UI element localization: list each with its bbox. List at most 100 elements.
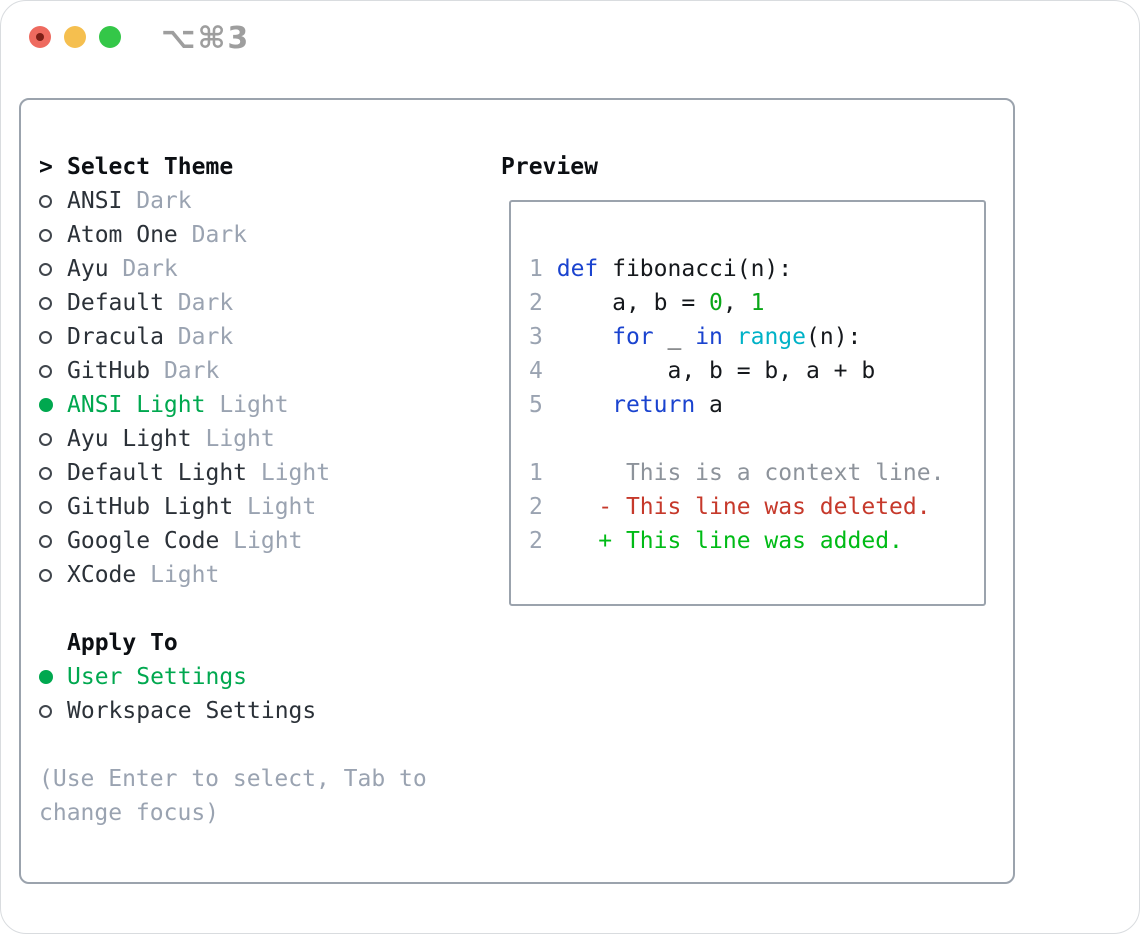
diff-text: - This line was deleted. [542, 494, 931, 520]
radio-marker [39, 704, 67, 718]
theme-variant: Light [219, 528, 303, 554]
theme-variant: Dark [177, 222, 248, 248]
line-number: 2 [529, 528, 543, 554]
diff-line-added: 2 + This line was added. [529, 524, 984, 558]
line-number: 1 [529, 256, 543, 282]
theme-option-github-light[interactable]: GitHub Light Light [39, 490, 427, 524]
code-token: for [612, 324, 654, 350]
radio-marker [39, 262, 67, 276]
line-number: 3 [529, 324, 543, 350]
theme-variant: Dark [122, 188, 192, 214]
theme-option-default[interactable]: Default Dark [39, 286, 427, 320]
theme-variant: Light [136, 562, 220, 588]
theme-variant: Dark [163, 324, 234, 350]
radio-icon [39, 296, 52, 310]
apply-option-label: Workspace Settings [67, 698, 317, 724]
spacer [39, 728, 427, 762]
theme-name: ANSI Light [67, 392, 206, 418]
theme-name: Default Light [67, 460, 248, 486]
code-token: fibonacci(n): [598, 256, 793, 282]
diff-line-context: 1 This is a context line. [529, 456, 984, 490]
radio-icon [39, 466, 52, 480]
radio-marker [39, 398, 67, 412]
select-theme-header: > Select Theme [39, 150, 427, 184]
code-token: (n): [806, 324, 862, 350]
radio-marker [39, 568, 67, 582]
radio-selected-icon [39, 398, 53, 412]
theme-option-dracula[interactable]: Dracula Dark [39, 320, 427, 354]
line-number: 2 [529, 494, 543, 520]
window-title: ⌥⌘3 [161, 21, 251, 56]
apply-to-title: Apply To [67, 630, 178, 656]
theme-option-atom-one[interactable]: Atom One Dark [39, 218, 427, 252]
close-button[interactable] [29, 26, 51, 48]
code-token: a [695, 392, 723, 418]
code-token [543, 256, 557, 282]
theme-option-google-code[interactable]: Google Code Light [39, 524, 427, 558]
apply-option-user-settings[interactable]: User Settings [39, 660, 427, 694]
code-token: range [736, 324, 807, 350]
zoom-button[interactable] [99, 26, 121, 48]
line-number: 4 [529, 358, 543, 384]
theme-option-ayu-light[interactable]: Ayu Light Light [39, 422, 427, 456]
diff-line-deleted: 2 - This line was deleted. [529, 490, 984, 524]
diff-text: + This line was added. [542, 528, 903, 554]
apply-to-header: Apply To [39, 626, 427, 660]
code-token: a, b = [542, 290, 710, 316]
radio-icon [39, 534, 52, 548]
theme-variant: Dark [108, 256, 178, 282]
code-line: 2 a, b = 0, 1 [529, 286, 984, 320]
theme-name: GitHub [67, 358, 151, 384]
code-line: 5 return a [529, 388, 984, 422]
theme-variant: Light [247, 460, 331, 486]
radio-marker [39, 466, 67, 480]
code-token [543, 392, 612, 418]
code-token: _ [653, 324, 696, 350]
apply-option-label: User Settings [67, 664, 248, 690]
code-token: in [695, 324, 723, 350]
code-token: return [612, 392, 696, 418]
radio-icon [39, 364, 52, 378]
theme-name: Default [67, 290, 164, 316]
code-line: 3 for _ in range(n): [529, 320, 984, 354]
theme-name: Dracula [67, 324, 164, 350]
radio-marker [39, 194, 67, 208]
help-text-line2: change focus) [39, 800, 220, 826]
blank-line [529, 422, 984, 456]
radio-icon [39, 262, 52, 276]
theme-option-xcode[interactable]: XCode Light [39, 558, 427, 592]
theme-option-ayu[interactable]: Ayu Dark [39, 252, 427, 286]
radio-icon [39, 568, 52, 582]
code-token [723, 324, 737, 350]
theme-option-ansi-light[interactable]: ANSI Light Light [39, 388, 427, 422]
theme-option-ansi[interactable]: ANSI Dark [39, 184, 427, 218]
theme-option-github[interactable]: GitHub Dark [39, 354, 427, 388]
line-number: 5 [529, 392, 543, 418]
radio-icon [39, 330, 52, 344]
code-line: 1 def fibonacci(n): [529, 252, 984, 286]
radio-marker [39, 500, 67, 514]
preview-title: Preview [501, 154, 598, 180]
code-token: , [722, 290, 751, 316]
radio-marker [39, 670, 67, 684]
close-dot-icon [36, 33, 44, 41]
radio-selected-icon [39, 670, 53, 684]
theme-variant: Light [205, 392, 289, 418]
theme-name: Atom One [67, 222, 178, 248]
radio-icon [39, 194, 52, 208]
theme-variant: Light [191, 426, 275, 452]
apply-option-workspace-settings[interactable]: Workspace Settings [39, 694, 427, 728]
code-line: 4 a, b = b, a + b [529, 354, 984, 388]
theme-option-default-light[interactable]: Default Light Light [39, 456, 427, 490]
theme-name: Ayu Light [67, 426, 192, 452]
spacer [39, 592, 427, 626]
minimize-button[interactable] [64, 26, 86, 48]
diff-text: This is a context line. [542, 460, 945, 486]
select-theme-title: Select Theme [67, 154, 234, 180]
